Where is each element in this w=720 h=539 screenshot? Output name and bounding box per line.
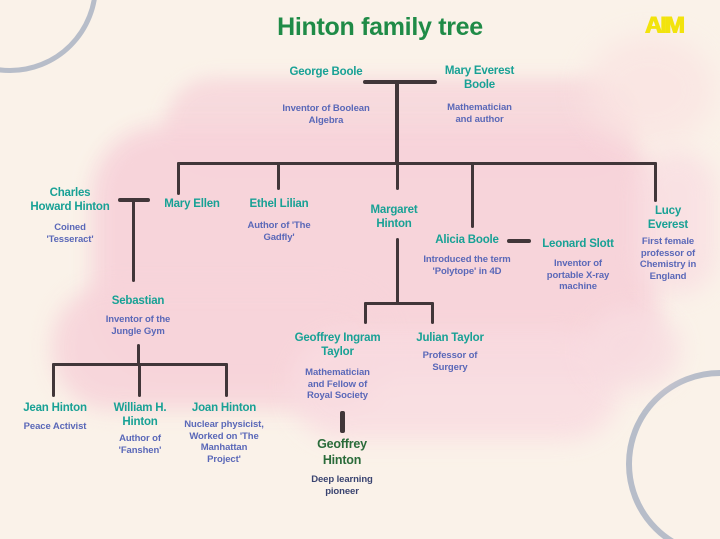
person-desc: Nuclear physicist, Worked on 'The Manhat…	[184, 419, 264, 465]
person-name: Geoffrey Hinton	[317, 437, 367, 467]
person-name: Margaret Hinton	[370, 204, 418, 230]
person-lucy-everest: Lucy Everest First female professor of C…	[629, 204, 707, 282]
person-ethel-lilian: Ethel Lilian Author of 'The Gadfly'	[233, 197, 325, 243]
connector-drop-geoffrey-ingram	[364, 302, 367, 324]
person-desc: Mathematician and author	[447, 102, 512, 125]
person-name: Ethel Lilian	[249, 198, 309, 210]
person-william-h-hinton: William H. Hinton Author of 'Fanshen'	[99, 401, 181, 456]
person-julian-taylor: Julian Taylor Professor of Surgery	[405, 331, 495, 373]
connector-drop-lucy	[654, 162, 657, 202]
person-charles-howard-hinton: Charles Howard Hinton Coined 'Tesseract'	[10, 186, 130, 245]
connector-drop-william	[138, 363, 141, 397]
person-name: Lucy Everest	[647, 205, 689, 231]
connector-siblings-bar-3	[364, 302, 434, 305]
person-name: George Boole	[289, 66, 363, 78]
aim-logo: AIM	[645, 12, 685, 39]
person-desc: Author of 'Fanshen'	[118, 433, 162, 456]
person-geoffrey-ingram-taylor: Geoffrey Ingram Taylor Mathematician and…	[280, 331, 395, 402]
connector-drop-ethel-lilian	[277, 162, 280, 190]
watercolor-blob	[585, 35, 715, 145]
person-name: Mary Ellen	[164, 198, 220, 210]
connector-marriage-george-mary	[363, 80, 437, 84]
person-desc: Inventor of portable X-ray machine	[546, 258, 610, 292]
person-geoffrey-hinton: Geoffrey Hinton Deep learning pioneer	[301, 436, 383, 497]
page-title: Hinton family tree	[277, 13, 483, 41]
person-name: Julian Taylor	[416, 332, 484, 344]
person-sebastian: Sebastian Inventor of the Jungle Gym	[90, 294, 186, 337]
person-joan-hinton: Joan Hinton Nuclear physicist, Worked on…	[174, 401, 274, 465]
connector-drop-julian	[431, 302, 434, 324]
connector-siblings-bar-1	[177, 162, 657, 165]
connector-drop-joan	[225, 363, 228, 397]
connector-stem-sebastian	[137, 344, 140, 366]
connector-drop-alicia	[471, 162, 474, 228]
person-name: Leonard Slott	[542, 238, 614, 250]
watercolor-blob	[638, 150, 716, 295]
watercolor-blob	[585, 308, 680, 390]
person-mary-ellen: Mary Ellen	[147, 197, 237, 211]
person-desc: Deep learning pioneer	[311, 474, 373, 497]
connector-stem-george-mary	[395, 80, 399, 165]
connector-drop-jean	[52, 363, 55, 397]
person-name: Geoffrey Ingram Taylor	[294, 332, 381, 358]
person-name: Charles Howard Hinton	[30, 187, 110, 213]
person-desc: Coined 'Tesseract'	[46, 222, 94, 245]
person-george-boole: George Boole Inventor of Boolean Algebra	[266, 65, 386, 126]
person-alicia-boole: Alicia Boole Introduced the term 'Polyto…	[409, 233, 525, 277]
person-name: William H. Hinton	[113, 402, 167, 428]
watercolor-blob	[290, 332, 620, 440]
connector-drop-margaret	[396, 162, 399, 190]
person-desc: Professor of Surgery	[422, 350, 478, 373]
person-desc: Mathematician and Fellow of Royal Societ…	[305, 367, 370, 401]
person-leonard-slott: Leonard Slott Inventor of portable X-ray…	[528, 237, 628, 293]
decorative-circle-bottom-right	[626, 370, 720, 539]
person-name: Alicia Boole	[435, 234, 499, 246]
person-mary-everest-boole: Mary Everest Boole Mathematician and aut…	[432, 64, 527, 125]
connector-stem-charles-mary-ellen	[132, 198, 135, 282]
connector-drop-mary-ellen	[177, 162, 180, 195]
connector-dash-alicia-leonard	[507, 239, 531, 243]
person-name: Jean Hinton	[23, 402, 87, 414]
person-name: Mary Everest Boole	[444, 65, 515, 91]
person-desc: Introduced the term 'Polytope' in 4D	[423, 254, 511, 277]
person-desc: Author of 'The Gadfly'	[247, 220, 311, 243]
connector-stem-margaret	[396, 238, 399, 305]
person-desc: Peace Activist	[23, 421, 87, 432]
person-desc: Inventor of the Jungle Gym	[105, 314, 171, 337]
person-jean-hinton: Jean Hinton Peace Activist	[10, 401, 100, 433]
person-name: Sebastian	[111, 295, 165, 307]
person-desc: Inventor of Boolean Algebra	[282, 103, 370, 126]
person-desc: First female professor of Chemistry in E…	[639, 236, 697, 282]
connector-stem-geoffrey-hinton	[340, 411, 345, 433]
person-name: Joan Hinton	[191, 402, 257, 414]
person-margaret-hinton: Margaret Hinton	[356, 203, 432, 231]
